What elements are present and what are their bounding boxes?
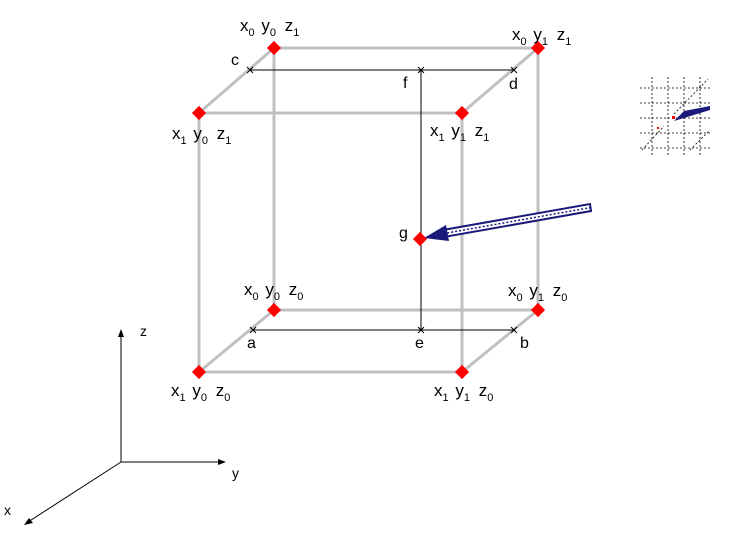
dot-x0y0z0 — [266, 302, 282, 318]
dot-g — [412, 231, 428, 247]
interpolation-lines — [250, 69, 514, 331]
edge-bottom-right — [461, 308, 539, 374]
edge-top-right — [461, 46, 539, 115]
marker-c — [246, 66, 254, 74]
axis-x-arrowhead — [24, 518, 33, 525]
inset-dot-2 — [657, 127, 659, 129]
edge-top-left — [198, 46, 275, 115]
axis-z-arrowhead — [118, 329, 124, 337]
axis-z-label: z — [140, 323, 147, 339]
vertex-dots — [191, 40, 546, 380]
dot-x0y1z1 — [530, 40, 546, 56]
label-x1y0z1: x1 y0 z1 — [172, 124, 231, 148]
label-x0y1z1: x0 y1 z1 — [512, 25, 571, 49]
vertex-labels: x0 y0 z1 x0 y1 z1 x1 y0 z1 x1 y1 z1 x0 y… — [171, 16, 571, 405]
label-x1y1z1: x1 y1 z1 — [430, 121, 489, 145]
label-x1y0z0: x1 y0 z0 — [171, 381, 230, 405]
arrow-shaft — [441, 202, 593, 239]
axis-x — [27, 461, 122, 523]
label-f: f — [403, 75, 408, 92]
label-e: e — [415, 335, 424, 352]
axis-triad — [24, 329, 226, 525]
edge-bottom-left — [198, 308, 275, 374]
marker-d — [510, 66, 518, 74]
dot-x1y1z0 — [454, 364, 470, 380]
cube-edges — [197, 46, 540, 374]
label-x0y0z0: x0 y0 z0 — [244, 280, 303, 304]
label-x0y0z1: x0 y0 z1 — [240, 16, 299, 40]
label-x1y1z0: x1 y1 z0 — [434, 381, 493, 405]
label-d: d — [509, 76, 518, 93]
label-b: b — [520, 335, 529, 352]
dot-x0y1z0 — [530, 302, 546, 318]
cross-markers — [246, 66, 518, 334]
pointer-arrow — [424, 202, 593, 241]
dot-x1y1z1 — [454, 105, 470, 121]
dot-x1y0z0 — [191, 364, 207, 380]
marker-a — [249, 326, 257, 334]
arrow-head — [424, 225, 449, 241]
inset-dot — [672, 116, 675, 119]
dot-x0y0z1 — [266, 40, 282, 56]
point-labels: c f d a e b g — [231, 52, 529, 352]
marker-b — [510, 326, 518, 334]
marker-e — [417, 326, 425, 334]
inset-thumbnail — [639, 76, 711, 156]
arrow-shaft-texture — [443, 206, 592, 235]
axis-y-label: y — [232, 465, 239, 481]
inset-arrow — [674, 106, 710, 121]
inset-grid — [640, 77, 711, 156]
label-a: a — [247, 335, 256, 352]
axis-x-label: x — [4, 502, 11, 518]
label-x0y1z0: x0 y1 z0 — [508, 281, 567, 305]
label-c: c — [231, 52, 239, 69]
label-g: g — [399, 225, 408, 242]
axis-y-arrowhead — [218, 459, 226, 465]
marker-f — [417, 66, 425, 74]
